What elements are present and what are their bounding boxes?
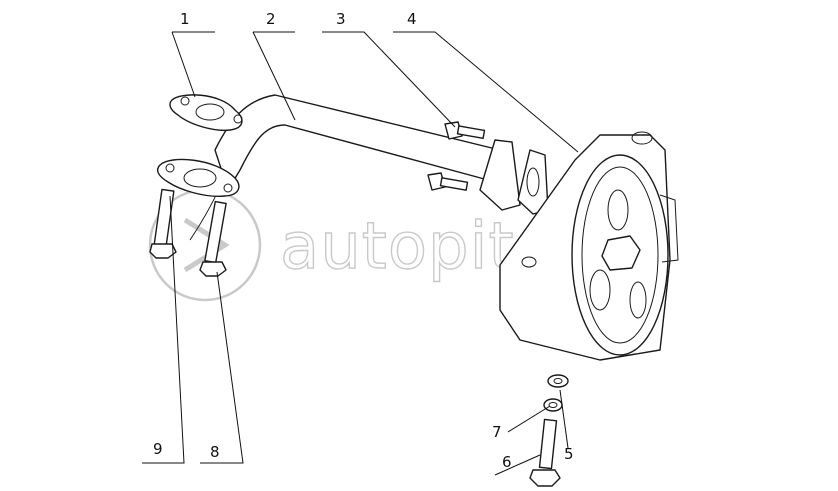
leader-2 xyxy=(252,31,296,121)
pump-inlet-flange xyxy=(479,139,549,215)
leader-4 xyxy=(393,31,579,153)
leader-3 xyxy=(322,31,456,128)
callout-3: 3 xyxy=(336,10,346,28)
leader-lines xyxy=(142,31,579,476)
callouts: 1 2 3 4 5 6 7 8 9 xyxy=(153,10,574,471)
callout-1: 1 xyxy=(180,10,190,28)
pipe-lower-flange xyxy=(156,158,240,198)
part-7-washer xyxy=(543,398,563,412)
part-8-bolt xyxy=(199,200,227,277)
leader-5 xyxy=(559,389,569,449)
leader-6 xyxy=(494,454,541,476)
callout-5: 5 xyxy=(564,445,574,463)
leader-8 xyxy=(200,271,244,464)
part-5-washer xyxy=(547,374,569,388)
watermark-arrow-icon xyxy=(183,217,230,273)
leader-9 xyxy=(142,195,185,464)
leader-7 xyxy=(507,405,551,433)
callout-8: 8 xyxy=(210,443,220,461)
part-1-gasket xyxy=(169,94,243,132)
part-6-bolt xyxy=(529,418,561,487)
callout-9: 9 xyxy=(153,440,163,458)
callout-2: 2 xyxy=(266,10,276,28)
leader-1 xyxy=(171,31,215,98)
part-4-oil-pump xyxy=(499,131,679,361)
part-3-bolts xyxy=(427,121,486,191)
part-9-bolt xyxy=(149,188,177,259)
callout-7: 7 xyxy=(492,423,502,441)
callout-6: 6 xyxy=(502,453,512,471)
callout-4: 4 xyxy=(407,10,417,28)
